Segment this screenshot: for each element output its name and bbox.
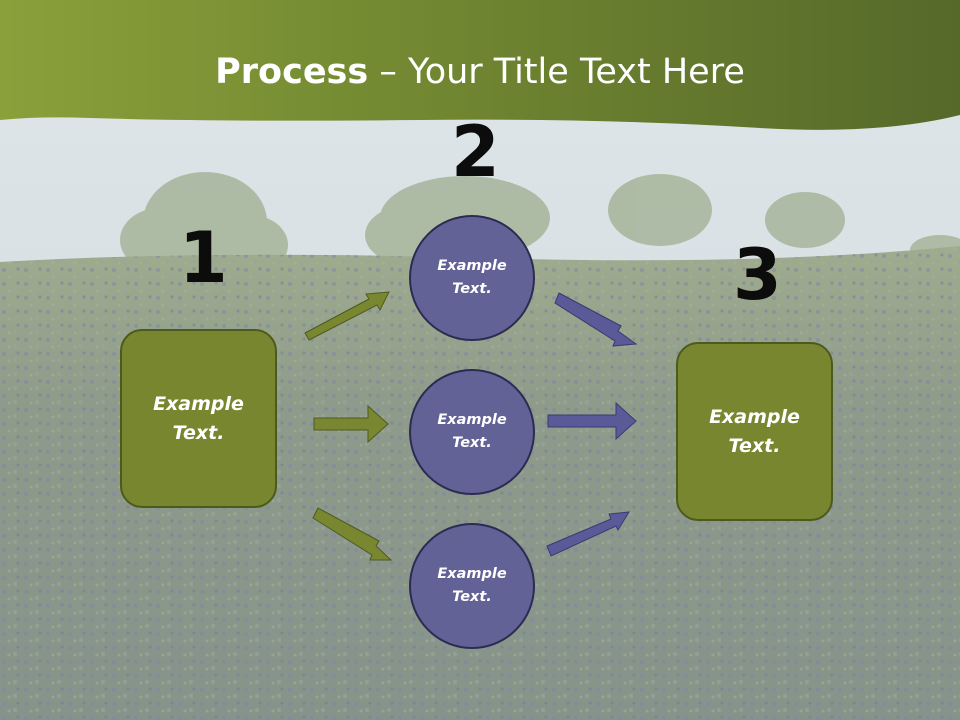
step-3-text: Example Text. xyxy=(709,405,800,457)
step-1-text: Example Text. xyxy=(153,392,244,444)
arrow-green-up xyxy=(304,291,390,341)
circle-top: Example Text. xyxy=(409,215,535,341)
circle-middle-text: Example Text. xyxy=(437,412,507,451)
step-number-2: 2 xyxy=(451,111,500,193)
arrow-purple-right xyxy=(547,401,637,441)
arrow-purple-down xyxy=(554,292,638,347)
title-rest: – Your Title Text Here xyxy=(368,52,745,92)
step-1-box: Example Text. xyxy=(120,329,277,508)
circle-middle: Example Text. xyxy=(409,369,535,495)
arrow-green-right xyxy=(313,404,389,444)
arrow-green-down xyxy=(312,507,393,561)
step-3-box: Example Text. xyxy=(676,342,833,521)
circle-bottom-text: Example Text. xyxy=(437,566,507,605)
step-number-3: 3 xyxy=(733,234,782,316)
circle-top-text: Example Text. xyxy=(437,258,507,297)
step-number-1: 1 xyxy=(179,217,228,299)
slide-title: Process – Your Title Text Here xyxy=(0,52,960,92)
circle-bottom: Example Text. xyxy=(409,523,535,649)
title-bold: Process xyxy=(215,52,369,92)
arrow-purple-up xyxy=(546,511,630,557)
